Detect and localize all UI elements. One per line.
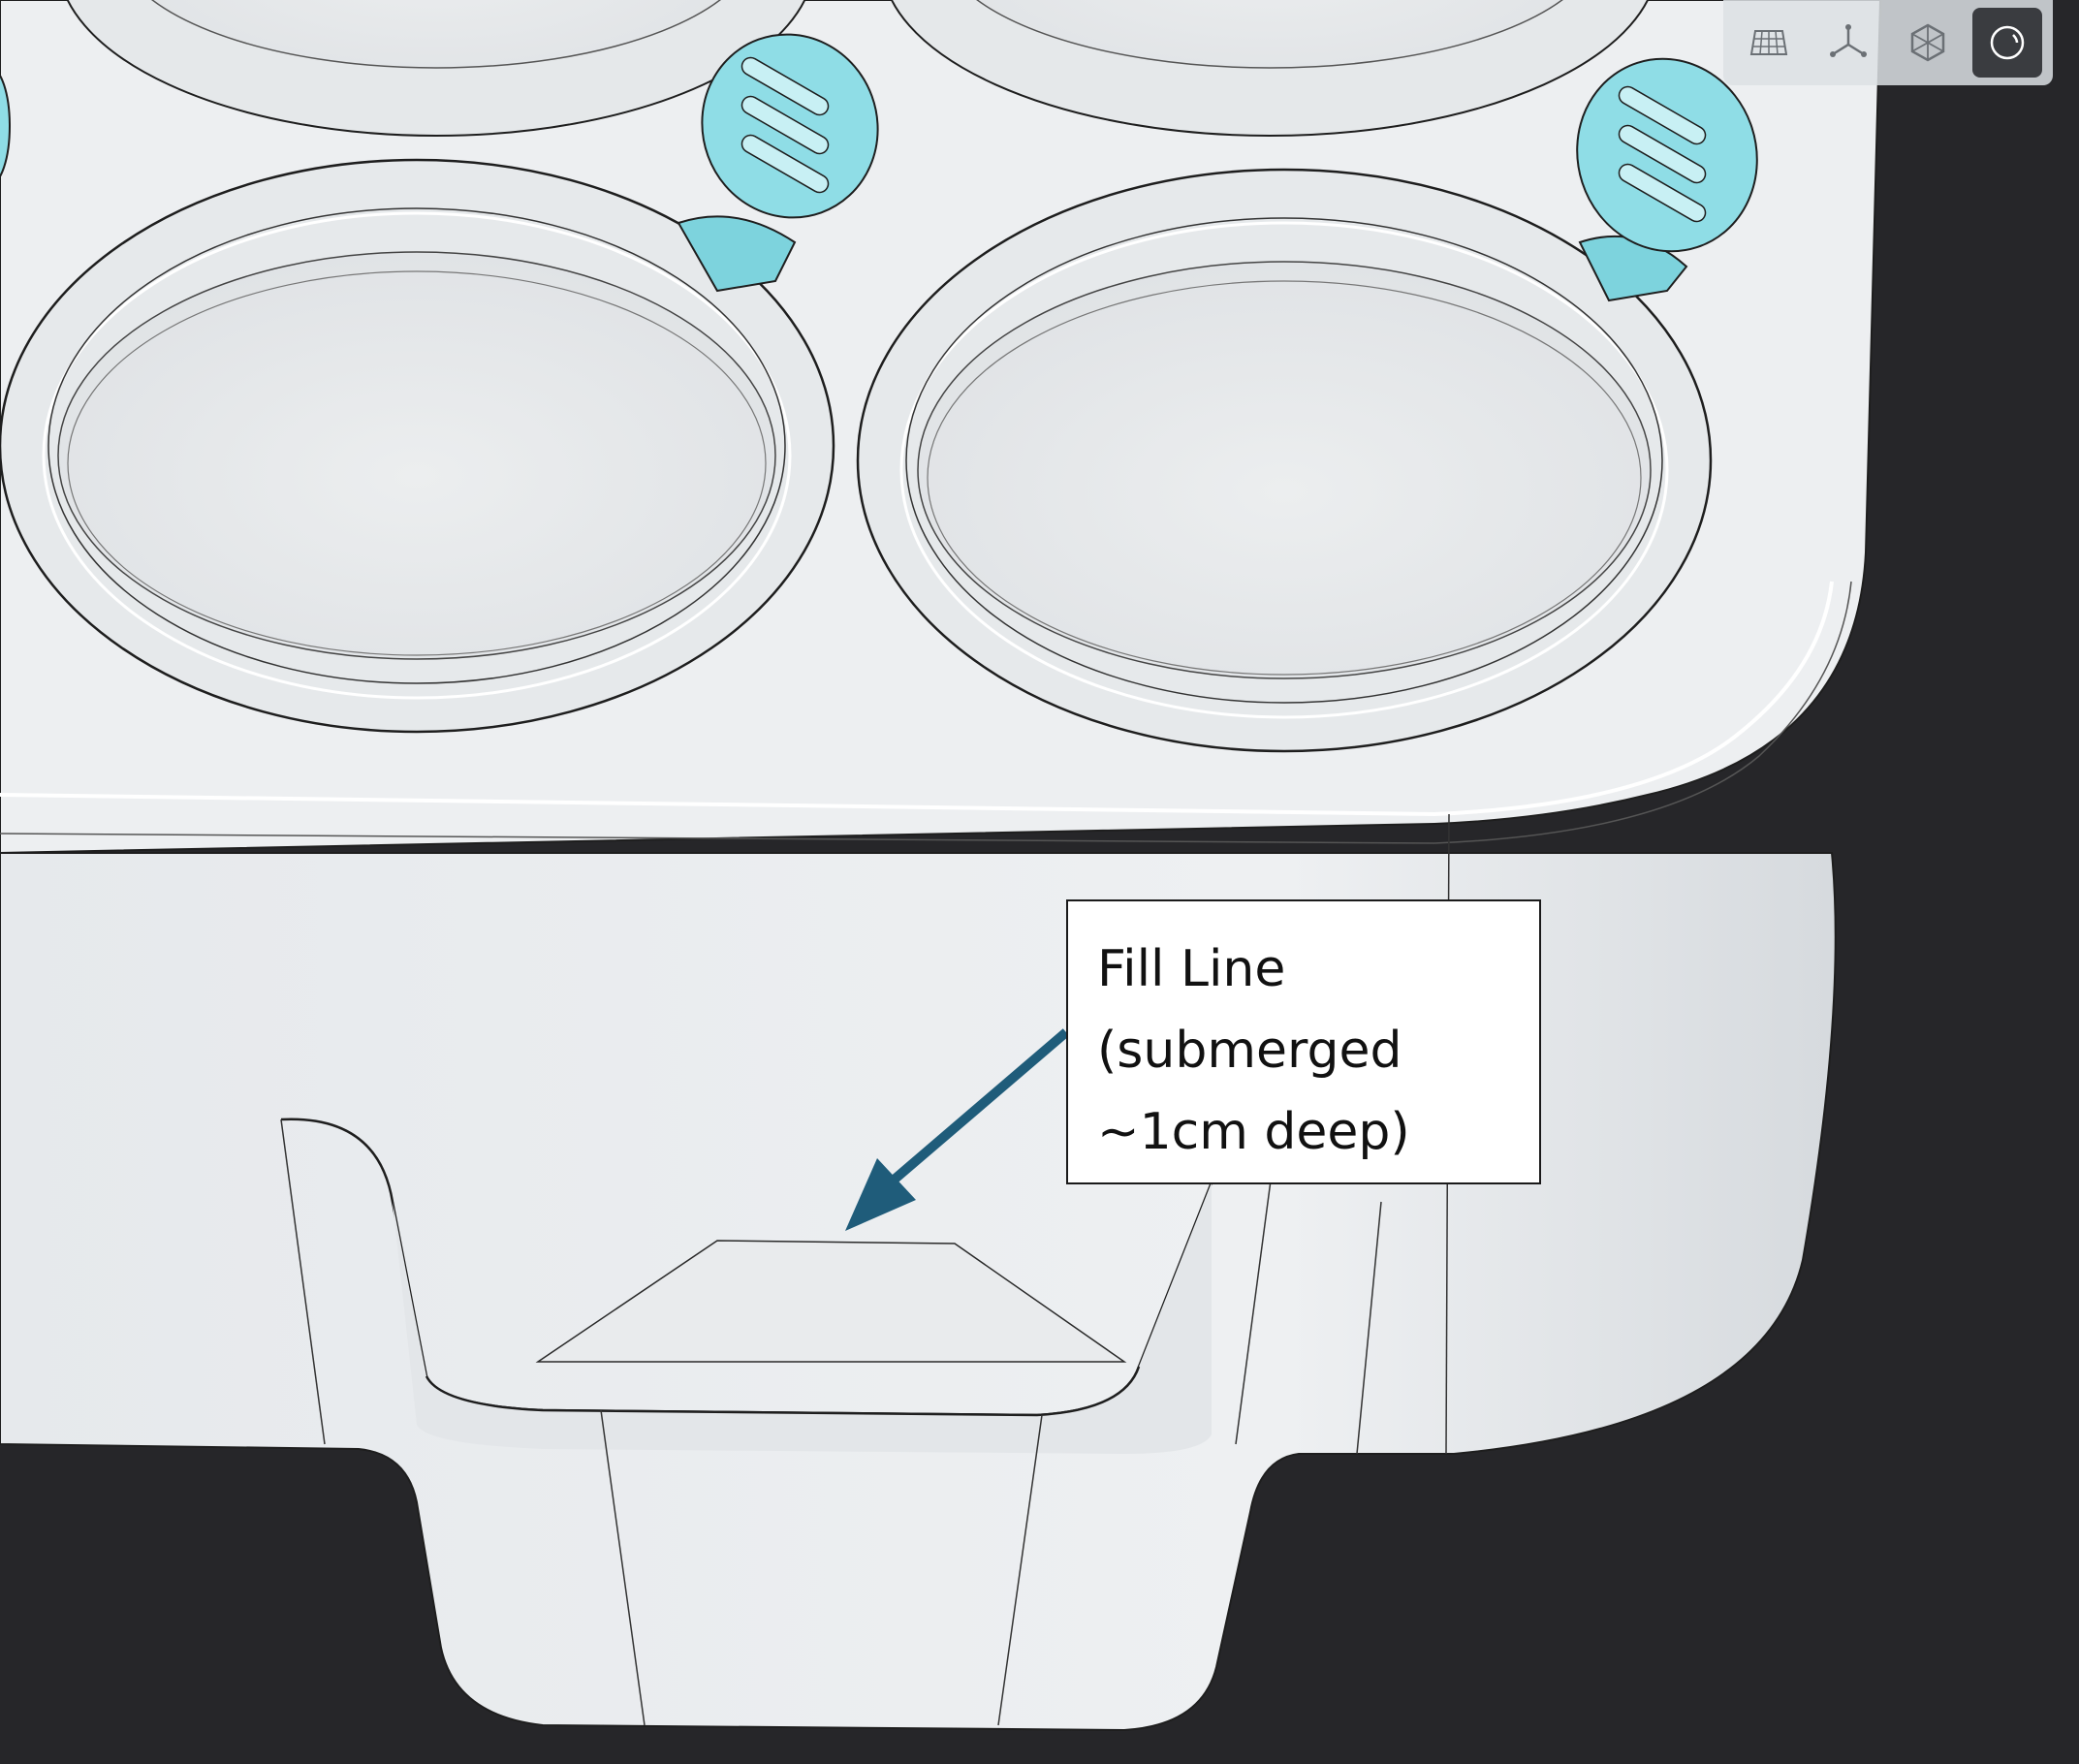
shaded-sphere-icon xyxy=(1990,25,2025,60)
grid-view-button[interactable] xyxy=(1734,8,1804,78)
axis-triad-button[interactable] xyxy=(1813,8,1883,78)
fill-notch xyxy=(280,1113,1280,1726)
wireframe-cube-button[interactable] xyxy=(1893,8,1963,78)
fill-line-callout: Fill Line (submerged ~1cm deep) xyxy=(1066,899,1541,1184)
well-right xyxy=(856,168,1713,753)
view-toolbar xyxy=(1723,0,2053,85)
callout-line-3: ~1cm deep) xyxy=(1097,1103,1410,1161)
callout-line-1: Fill Line xyxy=(1097,940,1286,998)
well-left xyxy=(0,158,835,734)
cyan-tab-right xyxy=(1576,57,1758,302)
cyan-tab-left xyxy=(677,33,879,293)
axis-triad-icon xyxy=(1830,24,1867,57)
shaded-sphere-button[interactable] xyxy=(1972,8,2042,78)
callout-line-2: (submerged xyxy=(1097,1022,1402,1080)
wireframe-cube-icon xyxy=(1910,23,1945,62)
grid-view-icon xyxy=(1749,30,1788,55)
annotation-arrow xyxy=(845,1028,1070,1231)
